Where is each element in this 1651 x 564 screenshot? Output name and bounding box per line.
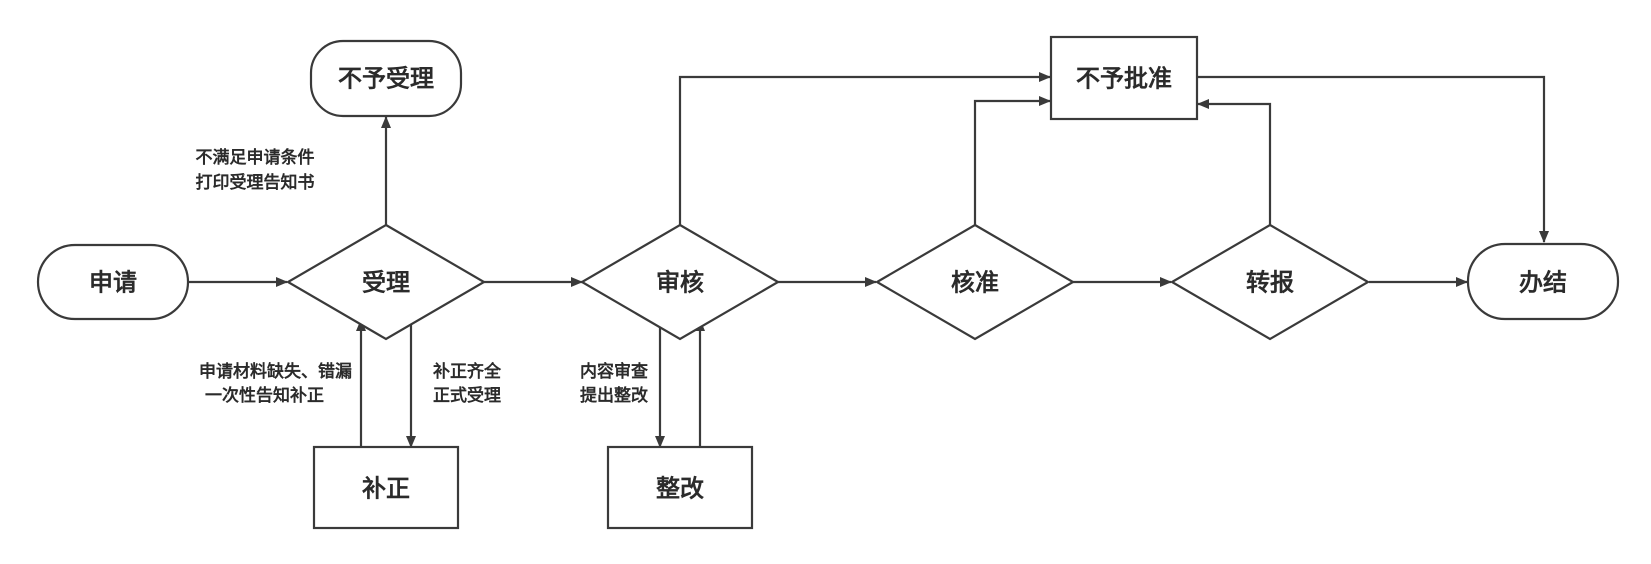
label-missing-materials: 申请材料缺失、错漏 一次性告知补正	[199, 361, 352, 406]
edge-label-line: 一次性告知补正	[205, 385, 324, 406]
node-reject-approve: 不予批准	[1049, 35, 1199, 121]
node-reject-accept: 不予受理	[309, 39, 463, 118]
node-forward-label: 转报	[1246, 268, 1294, 297]
node-complete-label: 办结	[1519, 268, 1567, 297]
node-rectify: 整改	[606, 445, 754, 530]
node-rectify-label: 整改	[656, 474, 704, 503]
label-content-review: 内容审查 提出整改	[580, 361, 649, 406]
node-review: 审核	[579, 223, 781, 341]
edge-label-line: 申请材料缺失、错漏	[199, 361, 352, 382]
edge-label-line: 补正齐全	[432, 361, 502, 382]
node-reject-accept-label: 不予受理	[338, 64, 434, 93]
node-review-label: 审核	[656, 268, 704, 297]
edge-reject-approve-to-complete	[1198, 75, 1549, 243]
node-accept: 受理	[285, 223, 487, 341]
edge-label-line: 打印受理告知书	[196, 172, 315, 193]
edge-forward-to-reject-approve	[1197, 99, 1272, 225]
node-supplement-label: 补正	[362, 474, 410, 503]
node-accept-label: 受理	[362, 268, 410, 297]
edge-label-line: 正式受理	[433, 385, 501, 406]
edge-label-line: 内容审查	[580, 361, 649, 382]
node-apply-label: 申请	[89, 268, 137, 297]
node-approve: 核准	[874, 223, 1076, 341]
node-approve-label: 核准	[951, 268, 999, 297]
edge-label-line: 提出整改	[580, 385, 649, 406]
node-reject-approve-label: 不予批准	[1076, 64, 1172, 93]
edge-approve-to-reject-approve	[973, 96, 1051, 225]
node-forward: 转报	[1169, 223, 1371, 341]
edge-label-line: 不满足申请条件	[196, 147, 315, 168]
label-supplement-complete: 补正齐全 正式受理	[432, 361, 502, 406]
node-complete: 办结	[1466, 242, 1620, 321]
node-supplement: 补正	[312, 445, 460, 530]
edge-review-to-reject-approve	[678, 72, 1051, 225]
label-not-meet-conditions: 不满足申请条件 打印受理告知书	[196, 147, 315, 193]
node-apply: 申请	[36, 243, 190, 321]
